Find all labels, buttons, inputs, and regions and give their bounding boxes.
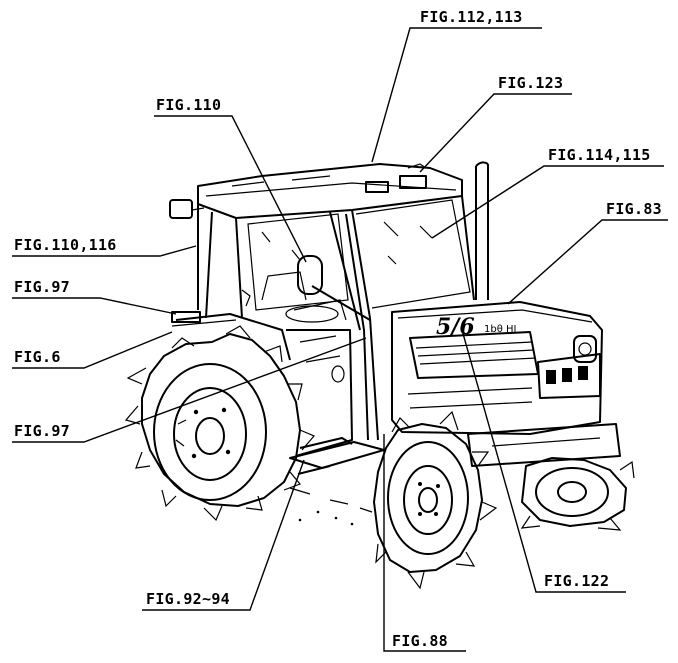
rear-fender bbox=[171, 311, 291, 361]
rear-wheel bbox=[124, 325, 315, 522]
interior-mirror bbox=[241, 255, 371, 321]
model-badge-subtitle: 1bθ HI bbox=[484, 324, 516, 335]
callout-labels: FIG.112,113 FIG.123 FIG.110 FIG.114,115 … bbox=[14, 8, 662, 650]
callout-fig-6: FIG.6 bbox=[14, 348, 61, 366]
leader-fig-88 bbox=[383, 434, 466, 652]
cab-roof bbox=[197, 163, 463, 219]
callout-fig-97-bottom: FIG.97 bbox=[14, 422, 70, 440]
leader-fig-114-115 bbox=[431, 165, 664, 239]
leader-fig-123 bbox=[419, 93, 572, 173]
windshield-glare bbox=[261, 221, 433, 265]
leader-fig-6 bbox=[12, 331, 173, 369]
callout-fig-83: FIG.83 bbox=[606, 200, 662, 218]
cab-interior bbox=[261, 271, 347, 323]
callout-fig-110: FIG.110 bbox=[156, 96, 221, 114]
engine-hood bbox=[391, 301, 603, 435]
ground-texture bbox=[289, 487, 373, 526]
leader-fig-83 bbox=[507, 219, 668, 305]
callout-fig-123: FIG.123 bbox=[498, 74, 563, 92]
cab-door-step bbox=[286, 329, 385, 475]
leader-fig-92-94 bbox=[142, 459, 305, 611]
callout-fig-88: FIG.88 bbox=[392, 632, 448, 650]
front-wheel-far bbox=[520, 457, 635, 531]
callout-fig-112-113: FIG.112,113 bbox=[420, 8, 523, 26]
callout-fig-110-116: FIG.110,116 bbox=[14, 236, 117, 254]
model-badge-number: 5/6 bbox=[436, 314, 475, 340]
leader-fig-97-top bbox=[12, 297, 177, 315]
callout-fig-92-94: FIG.92~94 bbox=[146, 590, 230, 608]
callout-fig-114-115: FIG.114,115 bbox=[548, 146, 651, 164]
leader-fig-110-116 bbox=[12, 245, 197, 257]
leader-fig-122 bbox=[461, 329, 626, 593]
exhaust-stack bbox=[475, 161, 489, 300]
tractor-illustration: 5/6 1bθ HI bbox=[124, 161, 635, 590]
leader-fig-112-113 bbox=[371, 27, 542, 163]
callout-fig-122: FIG.122 bbox=[544, 572, 609, 590]
leader-fig-110 bbox=[154, 115, 307, 263]
leader-fig-97-bottom bbox=[12, 337, 367, 443]
cab-frame bbox=[197, 195, 475, 441]
front-wheel bbox=[373, 410, 498, 590]
leader-lines bbox=[12, 27, 668, 652]
model-badge: 5/6 1bθ HI bbox=[436, 314, 516, 340]
callout-fig-97-top: FIG.97 bbox=[14, 278, 70, 296]
